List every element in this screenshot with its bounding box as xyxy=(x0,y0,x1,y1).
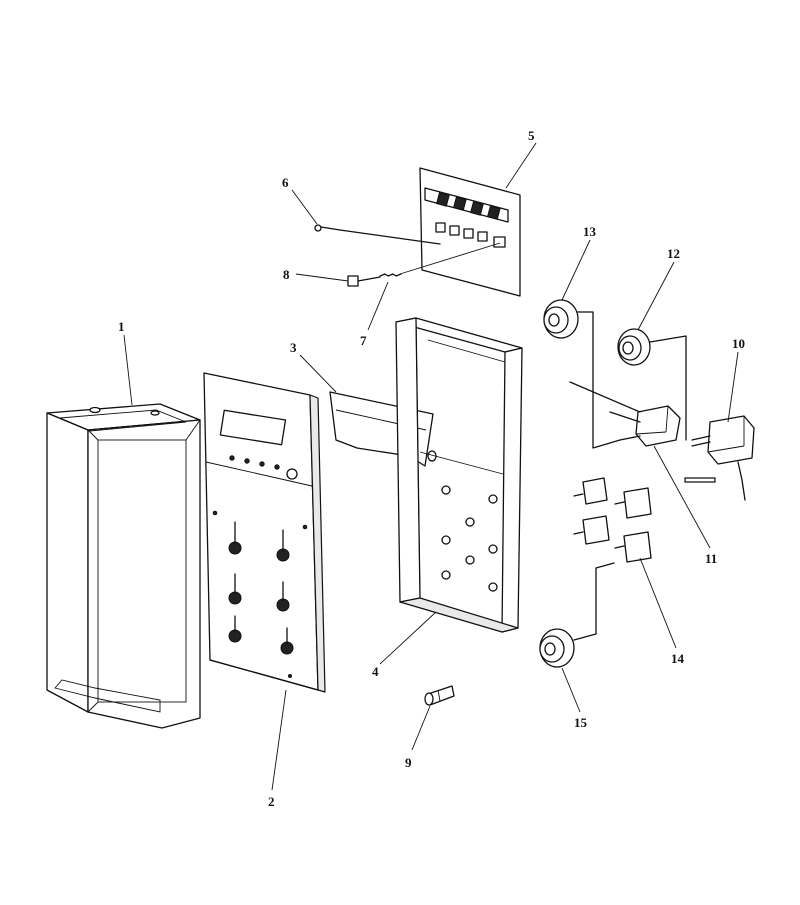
callout-12: 12 xyxy=(667,246,680,261)
part-1-outer-frame xyxy=(46,403,201,729)
callout-15: 15 xyxy=(574,715,588,730)
callout-11: 11 xyxy=(705,551,717,566)
callout-9: 9 xyxy=(405,755,412,770)
part-3-bracket xyxy=(329,391,437,467)
part-2-front-panel xyxy=(203,372,326,693)
panel-knob-holes xyxy=(228,521,294,655)
part-6-led xyxy=(314,224,441,245)
callout-10: 10 xyxy=(732,336,745,351)
part-12-knob xyxy=(617,328,687,441)
part-9-shaft xyxy=(424,685,455,706)
callout-7: 7 xyxy=(360,333,367,348)
part-8-button-cap xyxy=(347,275,381,287)
board-buttons xyxy=(435,222,506,248)
part-11-switch xyxy=(569,381,681,447)
panel-buttons xyxy=(229,455,298,480)
part-10-transformer xyxy=(684,415,755,501)
callout-8: 8 xyxy=(283,267,290,282)
callout-3: 3 xyxy=(290,340,297,355)
callout-4: 4 xyxy=(372,664,379,679)
callout-2: 2 xyxy=(268,794,275,809)
part-5-display-board xyxy=(419,167,521,297)
callout-14: 14 xyxy=(671,651,685,666)
callout-13: 13 xyxy=(583,224,597,239)
callout-5: 5 xyxy=(528,128,535,143)
callout-1: 1 xyxy=(118,319,125,334)
callout-labels: 1 2 3 4 5 6 7 8 9 10 11 12 13 14 15 xyxy=(118,128,745,809)
part-4-chassis xyxy=(395,317,523,633)
callout-6: 6 xyxy=(282,175,289,190)
leader-lines xyxy=(123,142,739,791)
part-7-spring xyxy=(379,242,501,277)
part-15-knob xyxy=(539,562,615,668)
chassis-holes xyxy=(441,485,498,592)
part-13-knob xyxy=(543,299,621,449)
part-14-connectors xyxy=(573,477,652,563)
